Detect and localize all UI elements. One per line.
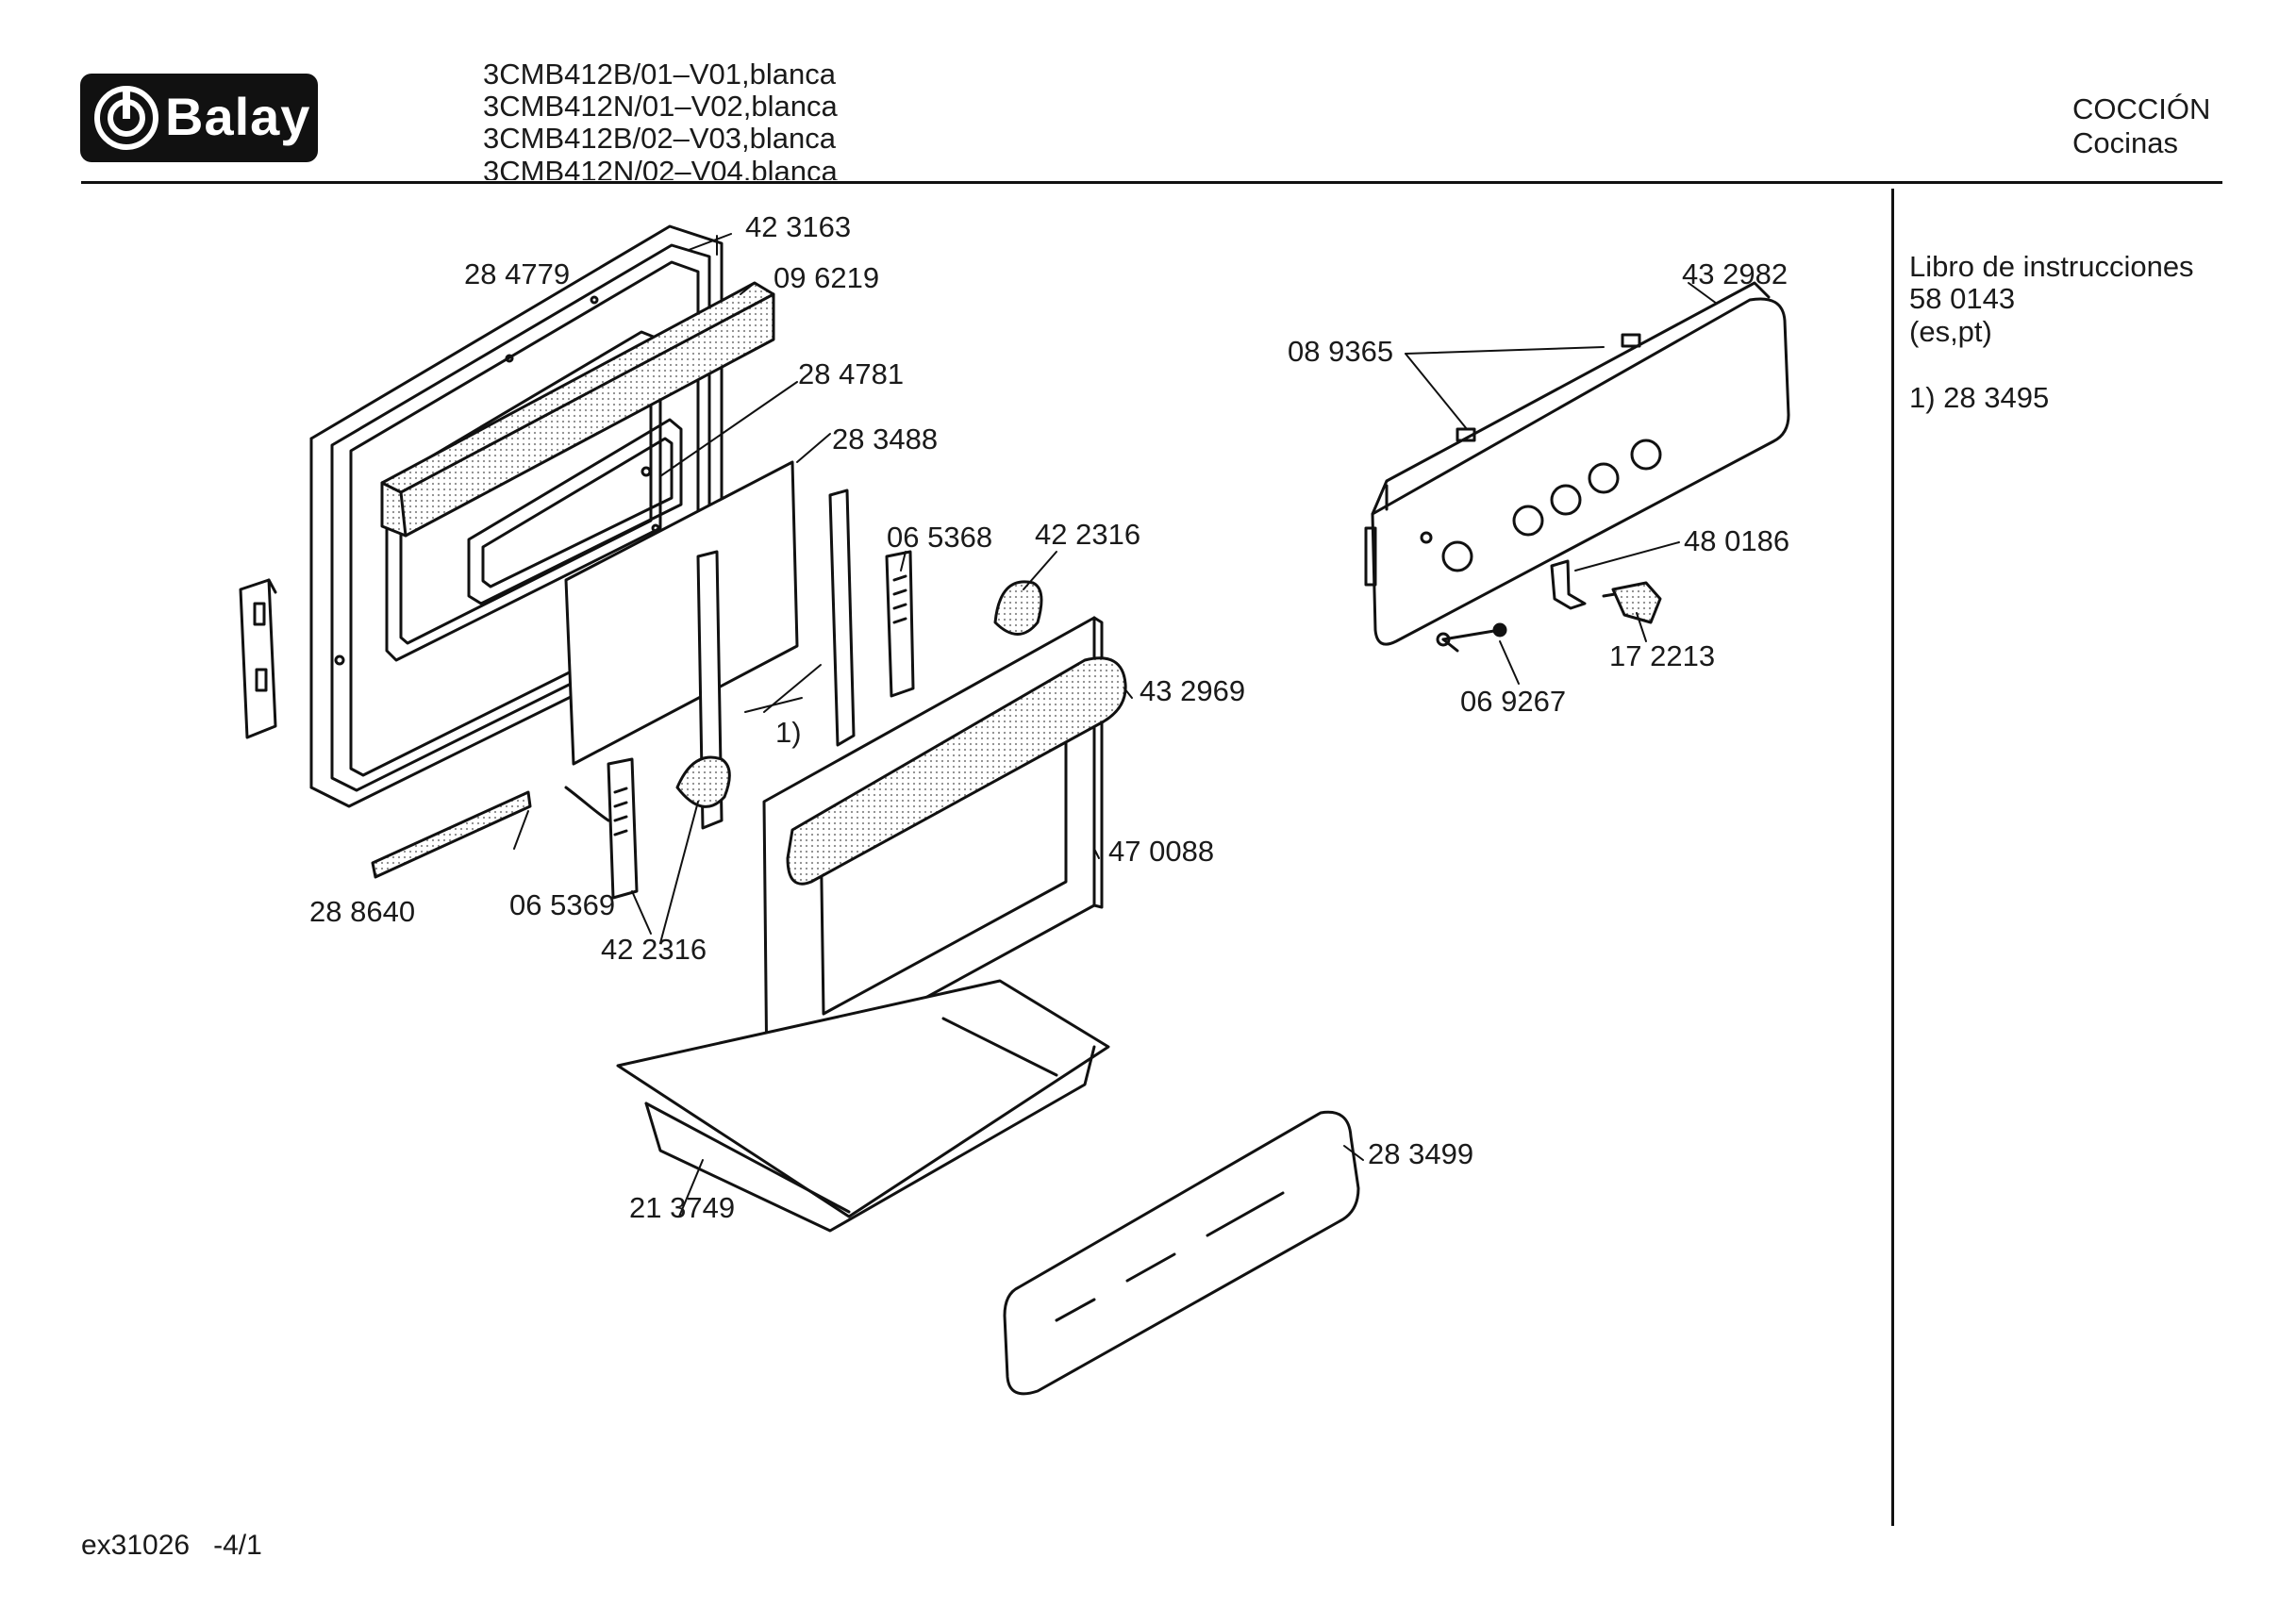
clip-pad-upper (993, 580, 1043, 636)
part-label-28-3488: 28 3488 (832, 422, 939, 456)
hinge-channel-right (828, 489, 856, 747)
category-title: COCCIÓN (2072, 92, 2211, 125)
door-handle-part (786, 656, 1127, 886)
drawer-front-part (1003, 1110, 1360, 1396)
manual-number: 58 0143 (1909, 282, 2016, 315)
part-label-09-6219: 09 6219 (774, 261, 880, 294)
part-label-06-5368: 06 5368 (887, 521, 993, 554)
header-divider (81, 181, 2222, 184)
clip-pad-lower (675, 755, 731, 808)
control-panel-part (1364, 281, 1790, 646)
model-line-4: 3CMB412N/02–V04,blanca (483, 156, 838, 180)
control-knob-part (1611, 581, 1662, 624)
lamp-wire-part (1436, 622, 1507, 653)
subcategory-title: Cocinas (2072, 126, 2178, 159)
part-label-17-2213: 17 2213 (1609, 639, 1716, 672)
part-label-06-5369: 06 5369 (509, 888, 616, 921)
part-label-21-3749: 21 3749 (629, 1191, 736, 1224)
brand-name: Balay (165, 87, 311, 146)
model-line-1: 3CMB412B/01–V01,blanca (483, 58, 836, 91)
balay-logo-icon (94, 86, 158, 150)
inner-glass-part (564, 460, 799, 766)
part-label-42-2316-upper: 42 2316 (1035, 518, 1141, 551)
hinge-upper-part (885, 550, 915, 698)
part-label-06-9267: 06 9267 (1460, 685, 1567, 718)
drawer-tray-part (616, 979, 1110, 1218)
part-label-28-4779: 28 4779 (464, 257, 571, 290)
manual-title: Libro de instrucciones (1909, 250, 2194, 283)
part-label-28-3499: 28 3499 (1368, 1137, 1474, 1170)
footnote-reference: 1) 28 3495 (1909, 381, 2050, 414)
part-label-48-0186: 48 0186 (1684, 524, 1790, 557)
latch-bracket-part (239, 578, 277, 739)
manual-languages: (es,pt) (1909, 315, 1992, 348)
hinge-lower-part (607, 757, 639, 900)
part-label-42-3163: 42 3163 (745, 210, 852, 243)
model-line-2: 3CMB412N/01–V02,blanca (483, 90, 838, 123)
part-label-43-2982: 43 2982 (1682, 257, 1789, 290)
bottom-strip-part (371, 790, 532, 879)
document-reference: ex31026 -4/1 (81, 1530, 262, 1561)
part-label-43-2969: 43 2969 (1140, 674, 1246, 707)
part-label-28-8640: 28 8640 (309, 895, 416, 928)
part-label-footnote-1: 1) (775, 716, 802, 749)
part-label-47-0088: 47 0088 (1108, 835, 1215, 868)
part-label-42-2316-lower: 42 2316 (601, 933, 707, 966)
part-label-28-4781: 28 4781 (798, 357, 905, 390)
part-label-08-9365: 08 9365 (1288, 335, 1394, 368)
model-line-3: 3CMB412B/02–V03,blanca (483, 122, 836, 155)
brand-logo (80, 74, 318, 162)
sidebar-divider (1891, 189, 1894, 1526)
small-bracket-part (1550, 559, 1587, 610)
